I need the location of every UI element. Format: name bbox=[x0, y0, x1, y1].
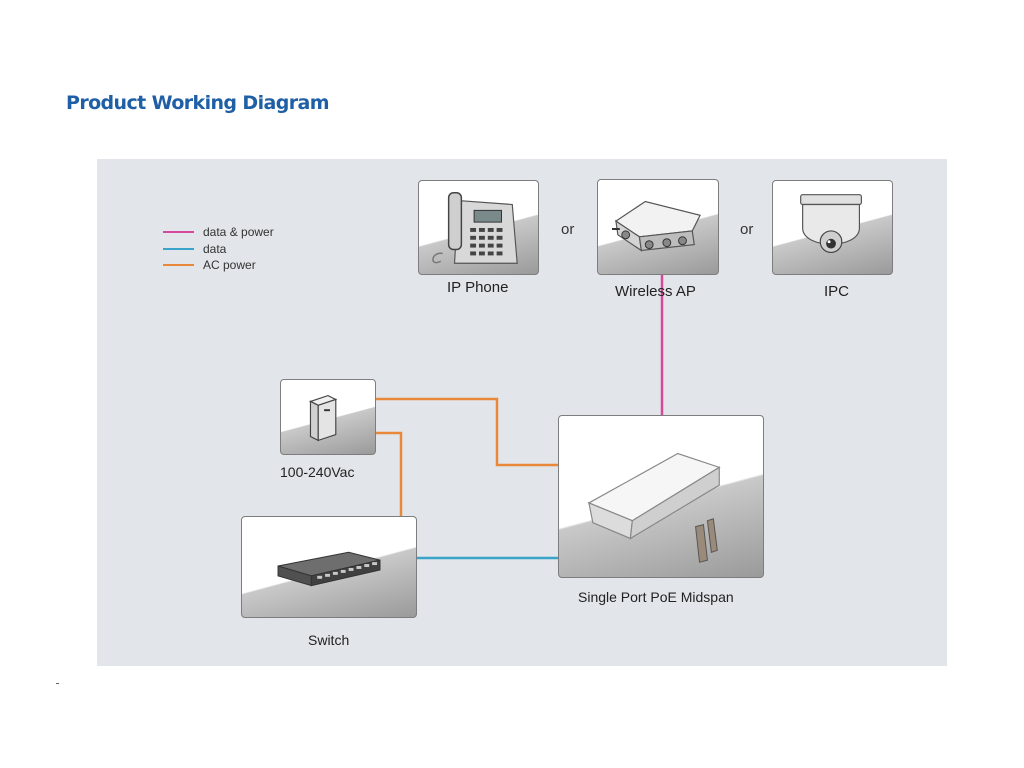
ups-box bbox=[280, 379, 376, 455]
legend-item-data: data bbox=[163, 242, 226, 256]
or-label: or bbox=[740, 221, 754, 238]
page-mark bbox=[56, 683, 59, 684]
legend-item-ac-power: AC power bbox=[163, 258, 256, 272]
page-title: Product Working Diagram bbox=[66, 92, 330, 114]
legend: data & power data AC power bbox=[163, 225, 323, 275]
legend-swatch bbox=[163, 264, 194, 266]
legend-item-data-power: data & power bbox=[163, 225, 274, 239]
switch-icon bbox=[277, 551, 381, 587]
wire-ac-power-ups-to-switch bbox=[376, 431, 403, 517]
ups-label: 100-240Vac bbox=[280, 464, 355, 480]
midspan-box bbox=[558, 415, 764, 578]
wire-ac-power-ups-to-midspan bbox=[376, 397, 558, 467]
legend-swatch bbox=[163, 231, 194, 233]
ipc-label: IPC bbox=[824, 283, 850, 300]
wireless-ap-label: Wireless AP bbox=[615, 283, 696, 300]
poe-midspan-icon bbox=[587, 452, 721, 563]
wireless-ap-icon bbox=[611, 200, 701, 252]
switch-label: Switch bbox=[308, 632, 350, 648]
legend-label: AC power bbox=[203, 258, 256, 272]
midspan-label: Single Port PoE Midspan bbox=[578, 589, 734, 605]
switch-box bbox=[241, 516, 417, 618]
legend-label: data & power bbox=[203, 225, 274, 239]
ip-phone-label: IP Phone bbox=[447, 279, 509, 296]
wireless-ap-box bbox=[597, 179, 719, 275]
legend-label: data bbox=[203, 242, 227, 256]
camera-icon bbox=[800, 194, 862, 254]
ip-phone-box bbox=[418, 180, 539, 275]
ipc-box bbox=[772, 180, 893, 275]
legend-swatch bbox=[163, 248, 194, 250]
ups-icon bbox=[308, 394, 338, 442]
or-label: or bbox=[561, 221, 575, 238]
ip-phone-icon bbox=[432, 192, 518, 264]
